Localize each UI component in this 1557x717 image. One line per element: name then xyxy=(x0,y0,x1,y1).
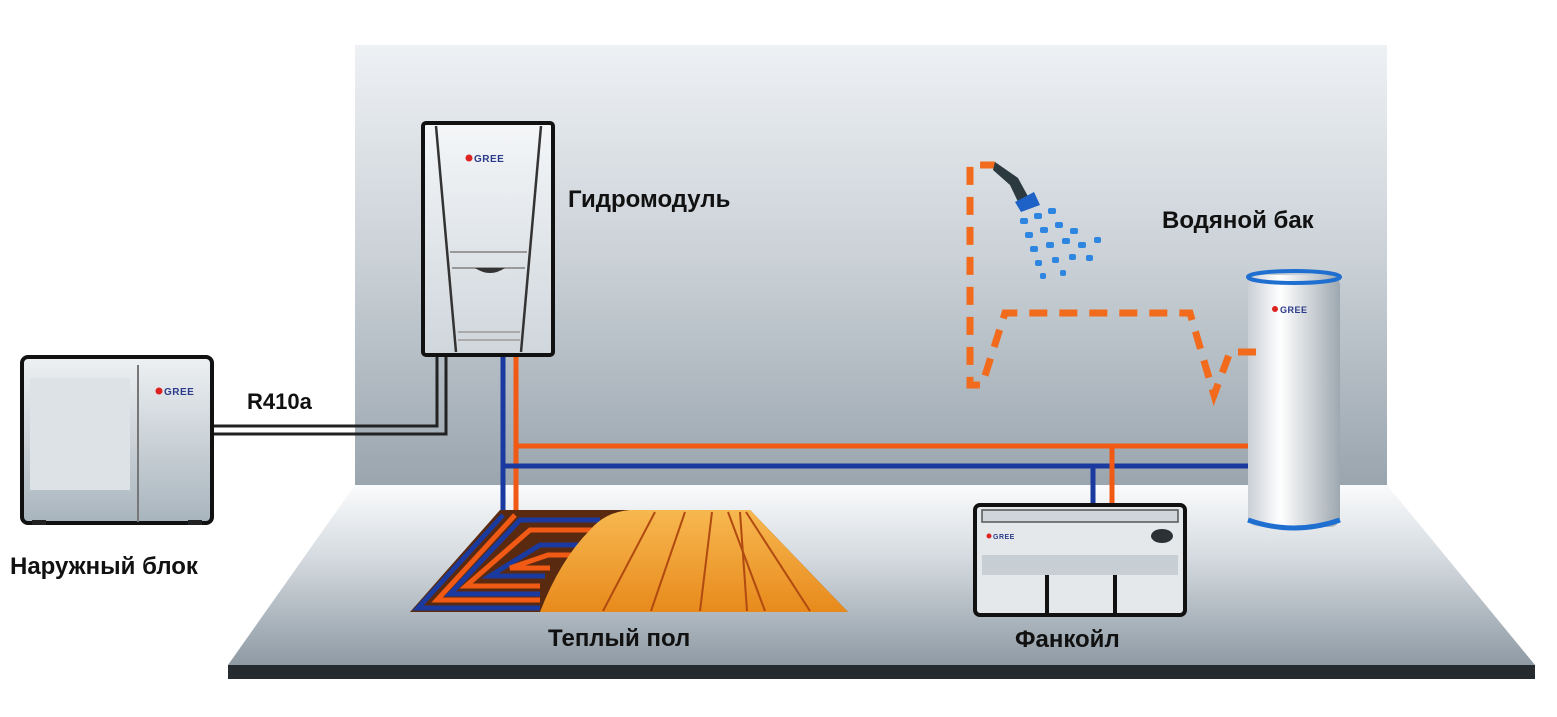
tank-brand: GREE xyxy=(1280,305,1308,315)
refrigerant-label: R410a xyxy=(247,389,313,414)
floor-heating[interactable] xyxy=(410,510,848,612)
floor-edge xyxy=(228,665,1535,679)
hydromodule-logo-dot xyxy=(465,154,473,162)
hydromodule-label: Гидромодуль xyxy=(568,186,730,213)
fancoil-display xyxy=(1151,529,1173,543)
outdoor-unit-label: Наружный блок xyxy=(10,553,199,580)
hydromodule-brand: GREE xyxy=(474,154,504,165)
water-tank[interactable]: GREE xyxy=(1246,269,1342,531)
water-tank-label: Водяной бак xyxy=(1162,207,1315,234)
fancoil-brand: GREE xyxy=(993,534,1015,541)
fancoil-logo-dot xyxy=(986,533,992,539)
shower-icon xyxy=(993,162,1101,279)
floor-heating-label: Теплый пол xyxy=(548,625,690,652)
outdoor-unit-logo-dot xyxy=(155,387,163,395)
outdoor-unit-brand: GREE xyxy=(164,387,194,398)
hydromodule[interactable]: GREE xyxy=(421,121,555,357)
fancoil[interactable]: GREE xyxy=(973,503,1187,617)
refrigerant-pipes xyxy=(212,355,448,436)
fancoil-label: Фанкойл xyxy=(1015,626,1120,653)
tank-logo-dot xyxy=(1272,306,1278,312)
dhw-dashed-line xyxy=(966,161,1256,407)
outdoor-unit[interactable]: GREE xyxy=(20,355,214,525)
water-pipes xyxy=(500,355,1250,520)
